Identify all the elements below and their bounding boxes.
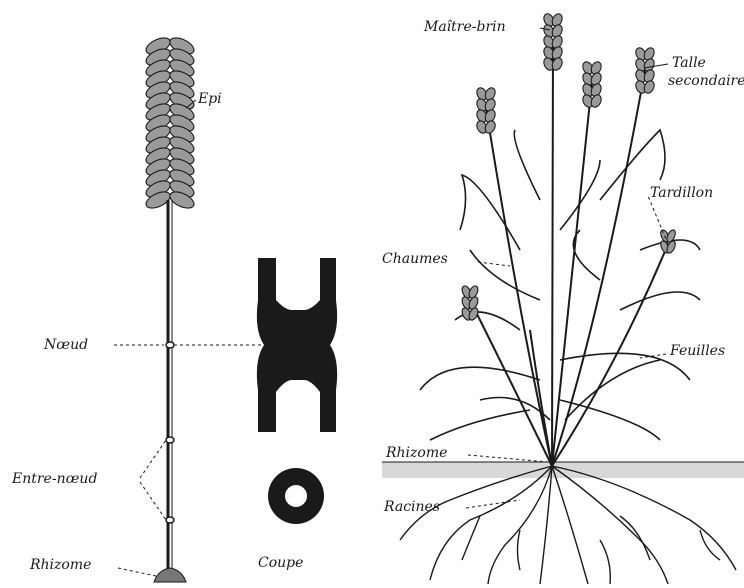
label-noeud: Nœud [44, 338, 88, 352]
stem-node [166, 517, 174, 523]
label-rhizome-right: Rhizome [386, 446, 447, 460]
stem-node [166, 437, 174, 443]
roots [400, 466, 736, 584]
label-maitre-brin: Maître-brin [424, 20, 506, 34]
label-talle-line1: Talle [672, 56, 706, 70]
label-entre-noeud: Entre-nœud [12, 472, 97, 486]
label-feuilles: Feuilles [670, 344, 725, 358]
label-rhizome-left: Rhizome [30, 558, 91, 572]
label-talle-line2: secondaire [668, 74, 744, 88]
section-figure [257, 258, 337, 524]
single-stem-figure [114, 35, 262, 582]
wheat-ear [144, 35, 197, 212]
tiller-ears [460, 12, 677, 321]
label-racines: Racines [384, 500, 440, 514]
label-epi: Epi [198, 92, 222, 106]
label-chaumes: Chaumes [382, 252, 448, 266]
stem-node [166, 342, 174, 348]
label-tardillon: Tardillon [650, 186, 713, 200]
longitudinal-section [257, 258, 337, 432]
label-coupe: Coupe [258, 556, 303, 570]
soil-layer [382, 462, 744, 478]
rhizome-base [154, 568, 186, 582]
